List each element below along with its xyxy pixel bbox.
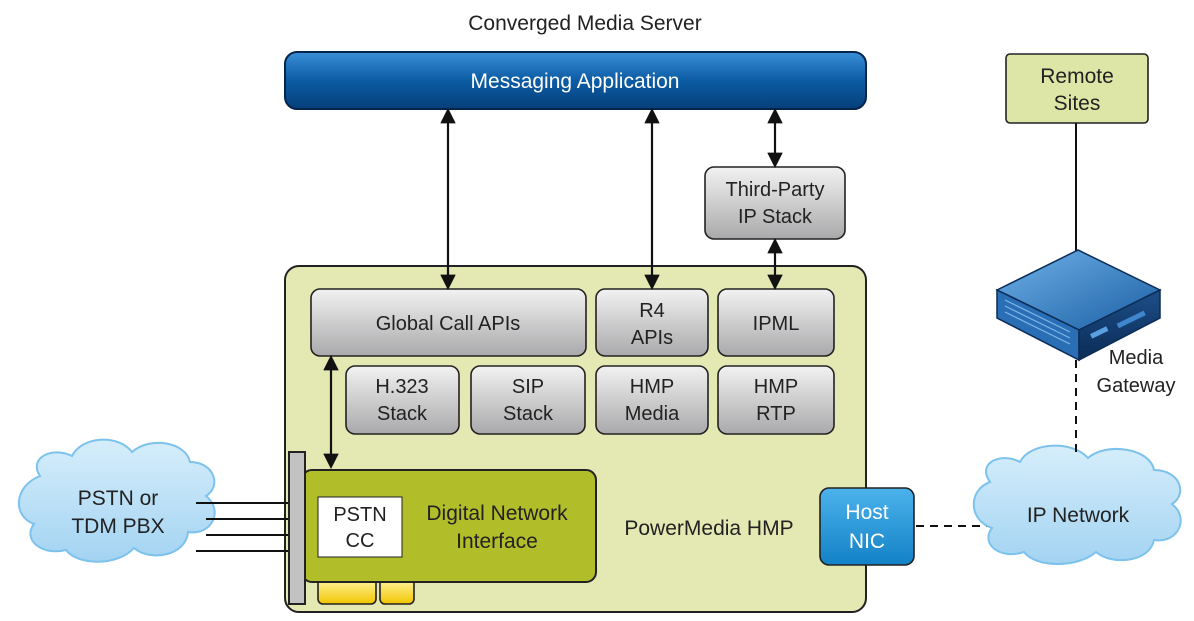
third-party-ip-stack-box: Third-Party IP Stack	[704, 166, 846, 240]
host-nic-line2: NIC	[849, 530, 885, 553]
hmp-rtp-line1: HMP	[754, 376, 798, 398]
pstn-cc-box	[317, 496, 403, 558]
host-nic-box: Host NIC	[819, 487, 915, 566]
messaging-application-bar: Messaging Application	[284, 51, 867, 110]
media-gateway-line2: Gateway	[1097, 375, 1176, 397]
remote-sites-box: Remote Sites	[1005, 53, 1149, 124]
third-party-line1: Third-Party	[726, 179, 825, 201]
global-call-apis-box: Global Call APIs	[310, 288, 587, 357]
digital-network-line2: Interface	[456, 530, 538, 553]
h323-line2: Stack	[377, 403, 428, 425]
sip-line1: SIP	[512, 376, 544, 398]
digital-network-interface-card: PSTN CC Digital Network Interface	[288, 451, 597, 605]
diagram-title: Converged Media Server	[468, 12, 701, 35]
media-gateway-server-icon	[995, 249, 1162, 362]
r4-line1: R4	[639, 300, 665, 322]
hmp-media-line1: HMP	[630, 376, 674, 398]
h323-stack-box: H.323 Stack	[345, 365, 460, 435]
pstn-cc-line1: PSTN	[333, 504, 386, 526]
messaging-application-label: Messaging Application	[471, 70, 680, 93]
sip-line2: Stack	[503, 403, 554, 425]
ipml-label: IPML	[753, 313, 800, 335]
remote-sites-line1: Remote	[1040, 65, 1114, 88]
card-bracket	[288, 451, 306, 605]
pstn-cloud: PSTN or TDM PBX	[18, 438, 216, 563]
ipml-box: IPML	[717, 288, 835, 357]
hmp-media-line2: Media	[625, 403, 680, 425]
powermedia-hmp-label: PowerMedia HMP	[624, 517, 793, 540]
r4-apis-box: R4 APIs	[595, 288, 709, 357]
sip-stack-box: SIP Stack	[470, 365, 586, 435]
r4-line2: APIs	[631, 327, 673, 349]
ip-network-cloud: IP Network	[972, 444, 1182, 565]
third-party-line2: IP Stack	[738, 206, 813, 228]
pstn-cloud-line2: TDM PBX	[71, 515, 164, 538]
global-call-apis-label: Global Call APIs	[376, 313, 521, 335]
ip-network-label: IP Network	[1027, 504, 1130, 527]
digital-network-line1: Digital Network	[426, 502, 568, 525]
remote-sites-line2: Sites	[1054, 92, 1101, 115]
host-nic-line1: Host	[845, 501, 888, 524]
pstn-cc-line2: CC	[346, 530, 375, 552]
hmp-media-box: HMP Media	[595, 365, 709, 435]
media-gateway-line1: Media	[1109, 347, 1164, 369]
hmp-rtp-line2: RTP	[756, 403, 796, 425]
hmp-rtp-box: HMP RTP	[717, 365, 835, 435]
pstn-cloud-line1: PSTN or	[78, 487, 159, 510]
h323-line1: H.323	[375, 376, 428, 398]
